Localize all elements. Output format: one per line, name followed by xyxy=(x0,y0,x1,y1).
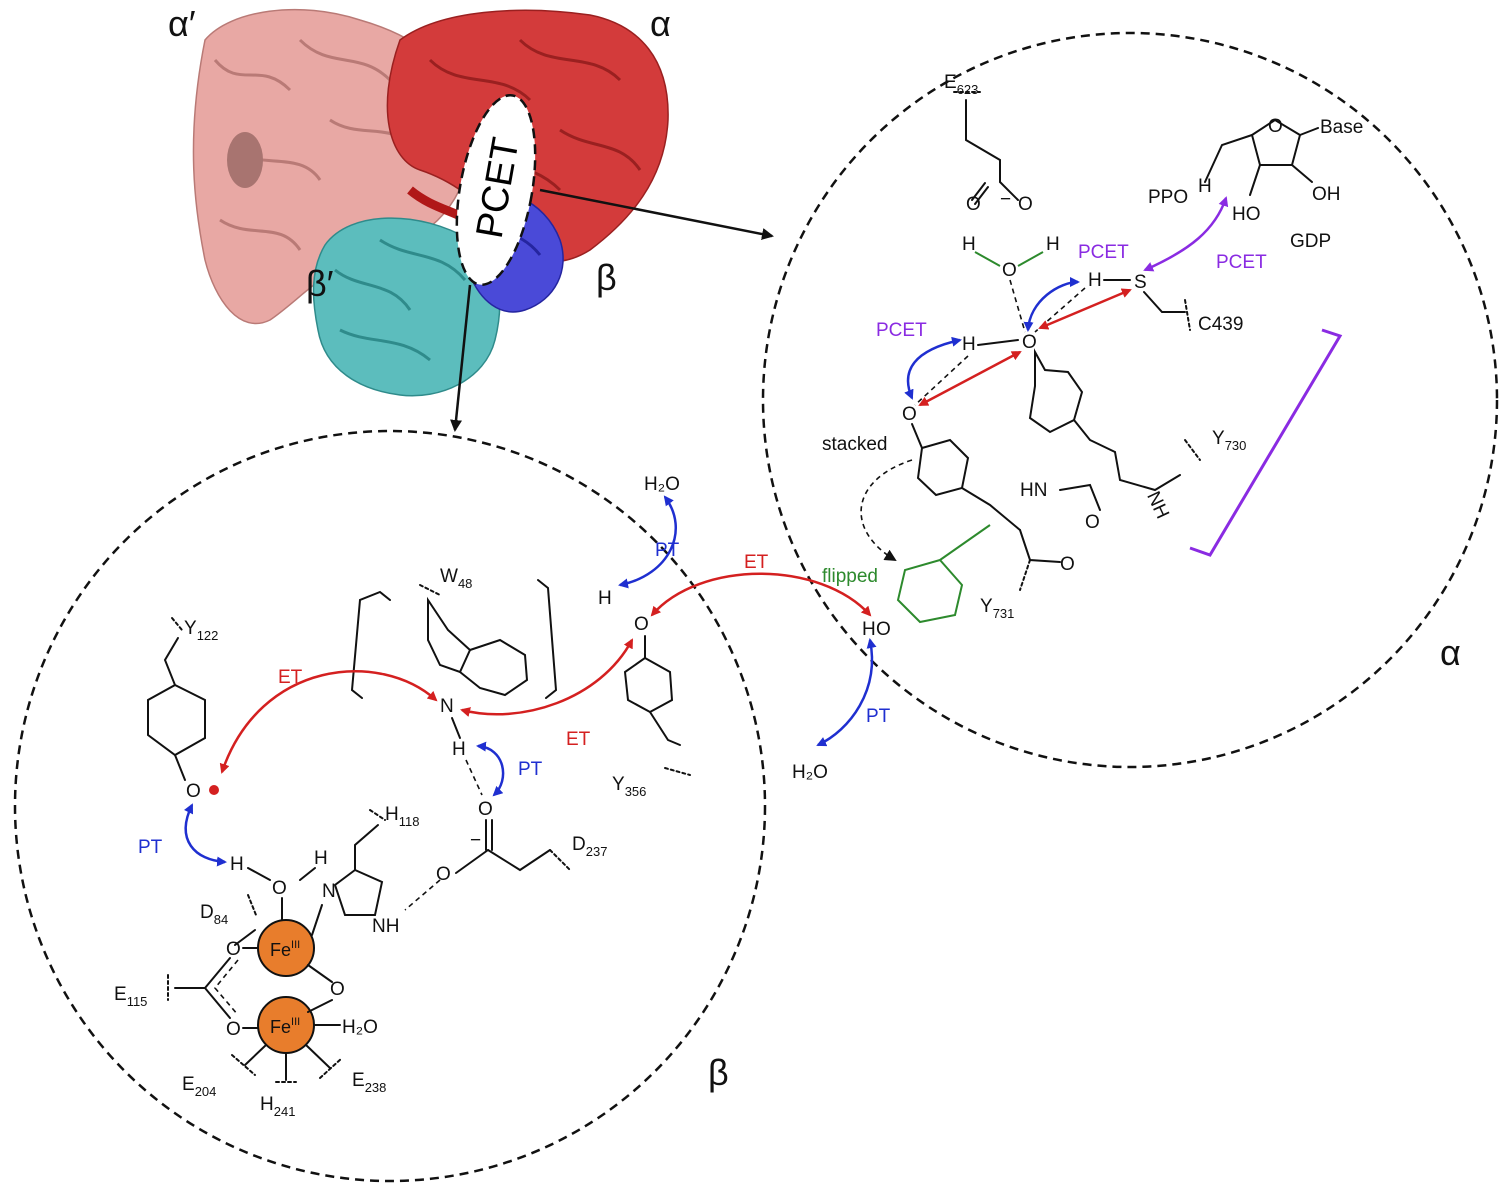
c439-label: C439 xyxy=(1198,314,1243,335)
svg-text:O: O xyxy=(1018,194,1033,215)
svg-text:O: O xyxy=(902,404,917,425)
svg-text:N: N xyxy=(440,696,454,717)
svg-text:H: H xyxy=(1088,270,1102,291)
radical-bracket xyxy=(1189,328,1343,557)
svg-text:O: O xyxy=(1085,512,1100,533)
nh-label: NH xyxy=(1142,488,1173,522)
svg-text:O: O xyxy=(1002,260,1017,281)
fe-label-1: FeIII xyxy=(270,939,300,960)
nh-beta-label: NH xyxy=(372,916,399,937)
y730-label: Y730 xyxy=(1212,428,1246,453)
gdp-label: GDP xyxy=(1290,231,1331,252)
et-label-interface: ET xyxy=(744,552,769,573)
e115-label: E115 xyxy=(114,984,147,1009)
stacked-label: stacked xyxy=(822,434,887,455)
protein-structure: PCET α′ α β′ β xyxy=(168,3,671,397)
svg-text:H: H xyxy=(1198,176,1212,197)
svg-text:O: O xyxy=(1268,116,1283,137)
svg-text:O: O xyxy=(1022,332,1037,353)
pointer-arrow-to-beta xyxy=(450,284,472,432)
pt-label-y122: PT xyxy=(138,837,163,858)
y356-label: Y356 xyxy=(612,774,646,799)
base-label: Base xyxy=(1320,117,1363,138)
beta-prime-label: β′ xyxy=(306,263,334,304)
svg-text:O: O xyxy=(330,979,345,1000)
h241-label: H241 xyxy=(260,1094,295,1119)
pcet-pathway-oval xyxy=(455,94,537,286)
svg-text:O: O xyxy=(634,614,649,635)
beta-site-circle xyxy=(13,429,767,1183)
beta-prime-subunit xyxy=(312,217,501,397)
w48-label: W48 xyxy=(440,566,472,591)
svg-text:O: O xyxy=(478,799,493,820)
svg-text:H: H xyxy=(862,619,876,640)
svg-text:O: O xyxy=(876,619,891,640)
h2o-fe-label: H₂O xyxy=(342,1017,378,1038)
pcet-label-1: PCET xyxy=(1078,242,1129,263)
flipped-label: flipped xyxy=(822,566,878,587)
svg-text:O: O xyxy=(966,194,981,215)
svg-text:O: O xyxy=(1060,554,1075,575)
water-top: H₂O xyxy=(644,474,680,495)
alpha-circle-label: α xyxy=(1440,632,1461,673)
svg-text:H: H xyxy=(1046,234,1060,255)
beta-circle-label: β xyxy=(708,1052,729,1093)
pt-label-top: PT xyxy=(655,540,680,561)
fe-label-2: FeIII xyxy=(270,1016,300,1037)
svg-text:O: O xyxy=(226,1019,241,1040)
water-alpha: H₂O xyxy=(792,762,828,783)
beta-site: W48 N H PT ET O O − D237 H118 N NH Y122 … xyxy=(114,566,634,1119)
e204-label: E204 xyxy=(182,1074,216,1099)
e623-label: E623 xyxy=(944,72,978,97)
svg-text:H: H xyxy=(452,739,466,760)
svg-text:O: O xyxy=(272,878,287,899)
svg-text:H: H xyxy=(598,588,612,609)
svg-text:H: H xyxy=(962,334,976,355)
y356-residue: H₂O PT H O Y356 ET PT H₂O xyxy=(598,474,891,799)
ho-label: HO xyxy=(1232,204,1261,225)
ppo-label: PPO xyxy=(1148,187,1188,208)
alpha-label: α xyxy=(650,3,671,44)
d237-label: D237 xyxy=(572,834,607,859)
pt-label-w48: PT xyxy=(518,759,543,780)
pcet-label-2: PCET xyxy=(1216,252,1267,273)
d84-label: D84 xyxy=(200,902,228,927)
pointer-arrow-to-alpha xyxy=(539,188,774,240)
svg-text:S: S xyxy=(1134,272,1147,293)
svg-text:−: − xyxy=(1000,189,1011,210)
svg-text:H: H xyxy=(962,234,976,255)
y122-label: Y122 xyxy=(184,618,218,643)
et-label-w48: ET xyxy=(566,729,591,750)
alpha-site-circle xyxy=(761,31,1499,769)
hn-label: HN xyxy=(1020,480,1047,501)
oh-label: OH xyxy=(1312,184,1341,205)
svg-text:N: N xyxy=(322,881,336,902)
svg-text:−: − xyxy=(470,830,481,851)
beta-label: β xyxy=(596,257,617,298)
e238-label: E238 xyxy=(352,1070,386,1095)
svg-text:H: H xyxy=(314,848,328,869)
svg-text:H: H xyxy=(230,854,244,875)
svg-text:O: O xyxy=(186,781,201,802)
radical-dot xyxy=(209,785,219,795)
h118-label: H118 xyxy=(385,804,419,829)
et-label-y122: ET xyxy=(278,667,303,688)
pcet-label-3: PCET xyxy=(876,320,927,341)
y731-label: Y731 xyxy=(980,596,1014,621)
pt-label-alpha: PT xyxy=(866,706,891,727)
alpha-prime-label: α′ xyxy=(168,3,196,44)
